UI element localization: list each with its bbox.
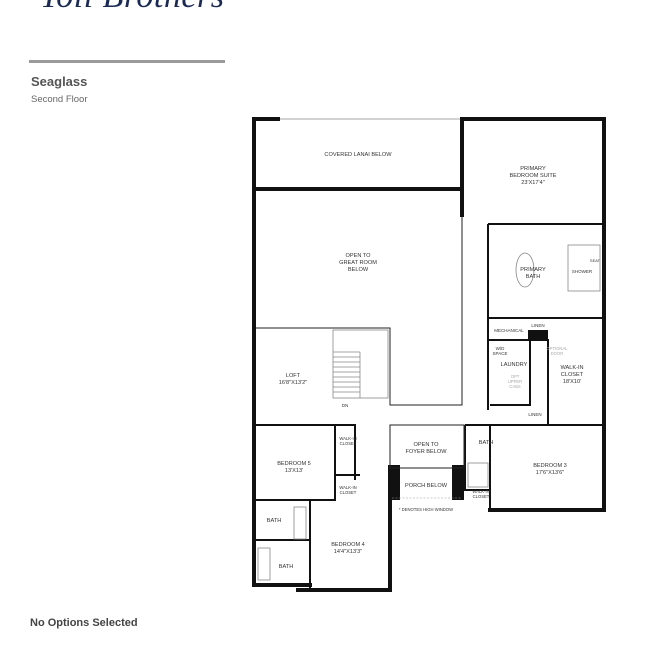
room-walk-in-closet-dim: 18'X10': [563, 379, 581, 385]
room-bath-3: BATH: [479, 440, 494, 446]
tub-icon: [293, 506, 307, 540]
wd-space-2: SPACE: [493, 351, 508, 356]
seat-label: SEAT: [590, 258, 601, 263]
room-bath-4: BATH: [279, 564, 294, 570]
tub-icon: [257, 547, 271, 581]
optional-door: OPTIONAL: [546, 346, 568, 351]
room-wic-5a: WALK-IN: [339, 436, 356, 441]
room-wic-5b: WALK-IN: [339, 485, 356, 490]
opt-cabs-3: CABS: [509, 384, 521, 389]
room-lanai: COVERED LANAI BELOW: [324, 152, 392, 158]
room-wic-5a-2: CLOSET: [340, 441, 357, 446]
room-labels: COVERED LANAI BELOW PRIMARY BEDROOM SUIT…: [267, 152, 601, 570]
room-loft: LOFT: [286, 373, 301, 379]
room-open-foyer: OPEN TO: [414, 442, 440, 448]
shower-icon: [567, 244, 601, 292]
room-open-foyer-2: FOYER BELOW: [405, 449, 447, 455]
room-loft-dim: 16'8"X13'2": [279, 380, 308, 386]
room-bedroom-3-dim: 17'6"X13'6": [536, 470, 565, 476]
opt-cabs: OPT: [511, 374, 520, 379]
optional-door-2: DOOR: [551, 351, 564, 356]
room-mechanical: MECHANICAL: [494, 328, 524, 333]
stairs: [332, 329, 389, 399]
room-walk-in-closet-2: CLOSET: [561, 372, 584, 378]
room-bedroom-4: BEDROOM 4: [331, 542, 365, 548]
room-bedroom-5-dim: 13'X13': [285, 468, 303, 474]
room-porch: PORCH BELOW: [405, 483, 448, 489]
room-wic-3-2: CLOSET: [473, 494, 490, 499]
room-linen: LINEN: [531, 323, 544, 328]
opt-cabs-2: UPPER: [508, 379, 522, 384]
high-window-note: * DENOTES HIGH WINDOW: [399, 507, 453, 512]
room-bedroom-5: BEDROOM 5: [277, 461, 311, 467]
room-wic-5b-2: CLOSET: [340, 490, 357, 495]
room-laundry: LAUNDRY: [501, 362, 528, 368]
wd-space: W/D: [496, 346, 505, 351]
options-status: No Options Selected: [30, 617, 138, 629]
room-primary-suite-2: BEDROOM SUITE: [510, 173, 557, 179]
plan-title: Seaglass: [31, 74, 88, 89]
room-open-great-3: BELOW: [348, 267, 369, 273]
toll-brothers-logo: Toll Brothers: [40, 0, 224, 16]
room-open-great: OPEN TO: [346, 253, 372, 259]
exterior-walls: [252, 117, 606, 592]
stairs-down-label: DN: [342, 403, 349, 408]
tub-icon: [515, 252, 535, 288]
floor-label: Second Floor: [31, 94, 88, 105]
interior-walls: [256, 217, 604, 588]
divider: [29, 60, 225, 63]
room-primary-bath: PRIMARY: [520, 267, 546, 273]
room-primary-suite-dim: 23'X17'4": [521, 180, 544, 186]
room-open-great-2: GREAT ROOM: [339, 260, 377, 266]
shower-label: SHOWER: [572, 269, 593, 274]
room-linen-2: LINEN: [528, 412, 541, 417]
room-primary-bath-2: BATH: [526, 274, 541, 280]
room-bedroom-3: BEDROOM 3: [533, 463, 567, 469]
room-walk-in-closet: WALK-IN: [560, 365, 583, 371]
room-bedroom-4-dim: 14'4"X13'3": [334, 549, 363, 555]
room-wic-3: WALK-IN: [472, 489, 489, 494]
tub-icon: [467, 462, 489, 488]
room-primary-suite: PRIMARY: [520, 166, 546, 172]
room-bath-5: BATH: [267, 518, 282, 524]
